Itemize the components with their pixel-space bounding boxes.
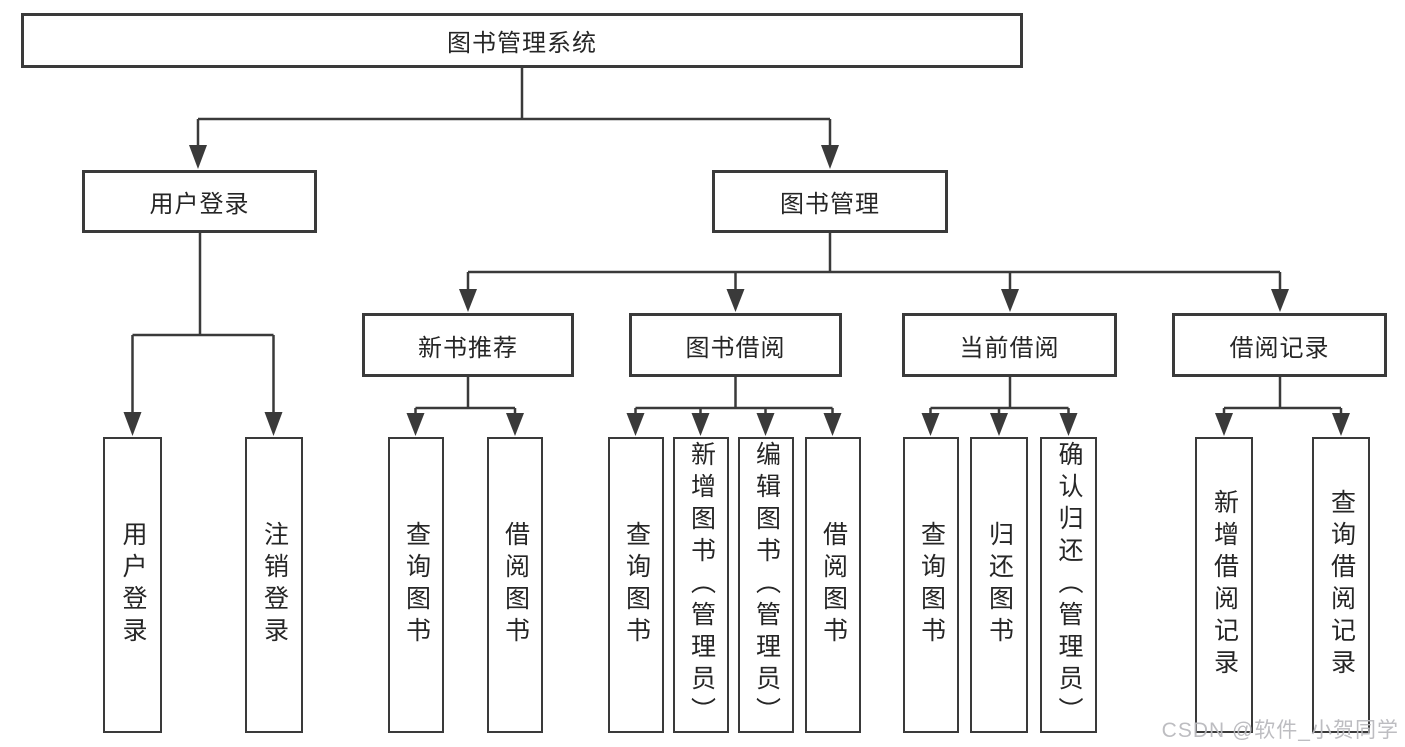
connector-user-login: [132, 233, 274, 337]
connector-borrowing: [635, 377, 833, 410]
csdn-watermark: CSDN @软件_小贺同学: [1161, 719, 1399, 742]
arrowhead: [189, 145, 207, 169]
node-label: 借阅记录: [1229, 334, 1330, 362]
node-label: 借阅图书: [819, 521, 848, 649]
node-leaf-borrow-books-1: 借阅图书: [487, 437, 543, 733]
node-book-management: 图书管理: [712, 170, 948, 233]
connector-root: [198, 68, 830, 121]
node-leaf-query-borrow-record: 查询借阅记录: [1312, 437, 1370, 733]
node-label: 用户登录: [149, 191, 250, 218]
arrowhead: [691, 413, 710, 436]
arrowhead: [406, 413, 425, 436]
node-leaf-return-books: 归还图书: [970, 437, 1028, 733]
arrowhead: [1215, 413, 1233, 436]
node-leaf-edit-books-admin: 编辑图书（管理员）: [738, 437, 794, 733]
node-leaf-borrow-books-2: 借阅图书: [805, 437, 861, 733]
node-root-system: 图书管理系统: [21, 13, 1023, 68]
node-label: 图书管理: [780, 191, 880, 218]
arrowhead: [1001, 289, 1019, 312]
arrowhead: [726, 289, 745, 312]
node-leaf-query-books-2: 查询图书: [608, 437, 664, 733]
node-label: 编辑图书（管理员）: [752, 441, 781, 729]
connector-borrow-records: [1224, 377, 1341, 410]
arrowhead: [626, 413, 645, 436]
node-leaf-query-books-3: 查询图书: [903, 437, 959, 733]
node-label: 归还图书: [985, 521, 1014, 649]
connector-current-borrow: [930, 377, 1069, 410]
node-label: 新书推荐: [418, 334, 518, 362]
node-label: 查询借阅记录: [1327, 489, 1356, 681]
arrowhead: [506, 413, 524, 436]
node-label: 图书借阅: [685, 334, 786, 362]
node-leaf-confirm-return-admin: 确认归还（管理员）: [1040, 437, 1097, 733]
arrowhead: [756, 413, 775, 436]
node-label: 新增借阅记录: [1210, 489, 1239, 681]
arrowhead: [1271, 289, 1289, 312]
node-label: 确认归还（管理员）: [1055, 441, 1083, 729]
arrowhead: [823, 413, 842, 436]
arrowhead: [1059, 413, 1078, 436]
node-label: 新增图书（管理员）: [687, 441, 716, 729]
arrowhead: [821, 145, 839, 169]
arrowhead: [459, 289, 477, 312]
arrowhead: [921, 413, 940, 436]
node-user-login: 用户登录: [82, 170, 317, 233]
node-label: 当前借阅: [959, 334, 1060, 362]
node-book-borrowing: 图书借阅: [629, 313, 842, 377]
node-label: 图书管理系统: [447, 30, 597, 57]
connector-new-books: [415, 377, 515, 410]
node-leaf-user-login: 用户登录: [103, 437, 162, 733]
node-label: 用户登录: [119, 521, 147, 649]
node-leaf-logout: 注销登录: [245, 437, 303, 733]
node-leaf-query-books-1: 查询图书: [388, 437, 444, 733]
connector-book-mgmt: [468, 233, 1280, 274]
node-leaf-add-borrow-record: 新增借阅记录: [1195, 437, 1253, 733]
arrowhead: [990, 413, 1008, 436]
arrowhead: [123, 412, 142, 436]
node-label: 借阅图书: [501, 521, 530, 649]
node-label: 查询图书: [402, 521, 431, 649]
arrowhead: [1332, 413, 1350, 436]
node-label: 查询图书: [917, 521, 946, 649]
node-new-book-recommend: 新书推荐: [362, 313, 574, 377]
node-label: 注销登录: [260, 521, 289, 649]
node-current-borrowing: 当前借阅: [902, 313, 1117, 377]
node-leaf-add-books-admin: 新增图书（管理员）: [673, 437, 729, 733]
node-label: 查询图书: [622, 521, 651, 649]
arrowhead: [264, 412, 283, 436]
node-borrow-records: 借阅记录: [1172, 313, 1387, 377]
